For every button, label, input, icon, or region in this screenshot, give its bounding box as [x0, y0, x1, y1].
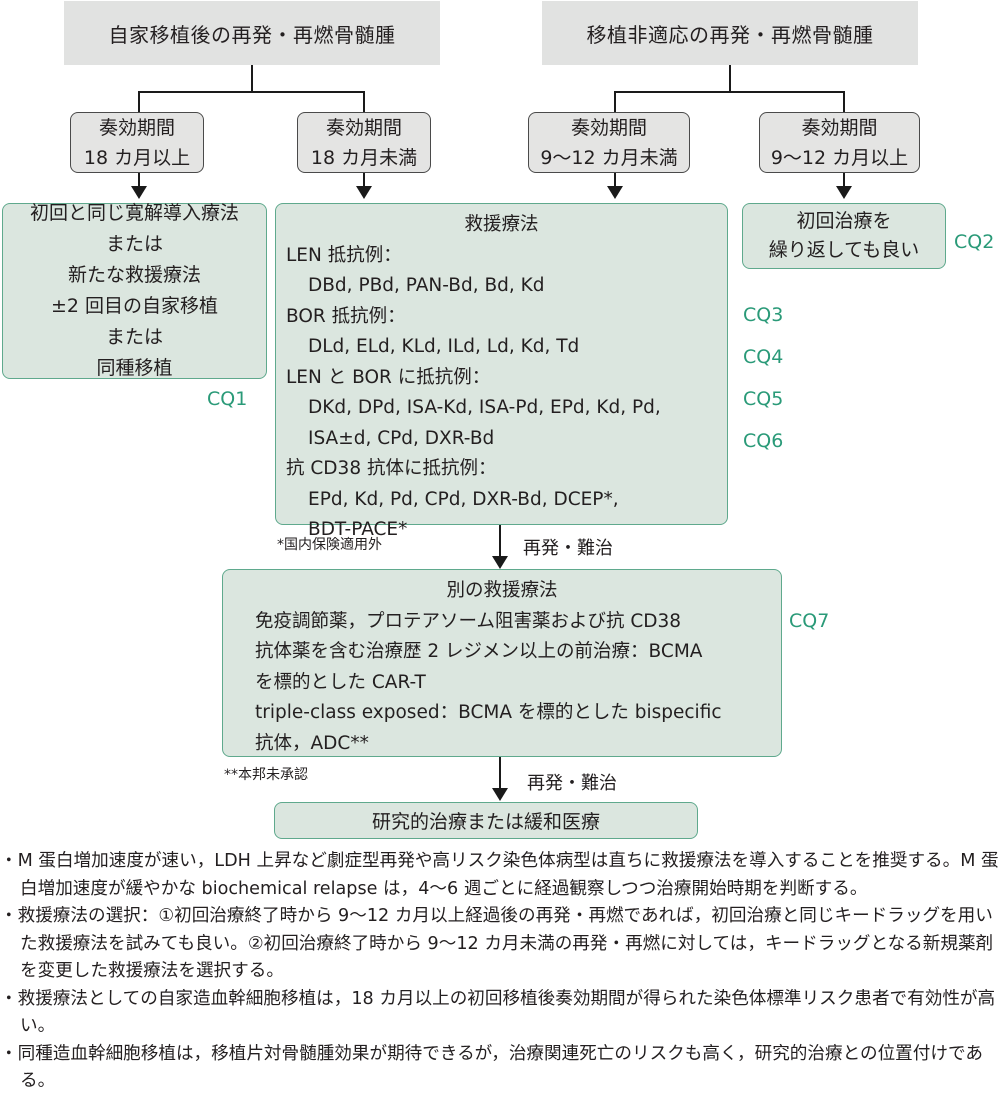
cq5-label[interactable]: CQ5: [743, 388, 784, 410]
treatment-line: 繰り返しても良い: [768, 239, 920, 261]
period-label: 奏効期間: [570, 116, 647, 139]
treatment-line: ±2 回目の自家移植: [50, 295, 219, 317]
treatment-line: 新たな救援療法: [67, 264, 201, 286]
treatment-line: 免疫調節薬，プロテアソーム阻害薬および抗 CD38: [255, 610, 682, 632]
period-label: 奏効期間: [801, 116, 878, 139]
period-value: 9〜12 カ月以上: [770, 146, 909, 169]
top-box-post-autologous-transplant: 自家移植後の再発・再燃骨髄腫: [64, 1, 440, 65]
group-header-bor-refractory: BOR 抵抗例：: [286, 305, 406, 327]
top-box-transplant-ineligible: 移植非適応の再発・再燃骨髄腫: [542, 1, 918, 65]
cq4-label[interactable]: CQ4: [743, 346, 784, 368]
connector-line: [251, 65, 253, 92]
note-item: ・救援療法の選択：①初回治療終了時から 9〜12 カ月以上経過後の再発・再燃であ…: [0, 906, 994, 981]
top-box-label: 自家移植後の再発・再燃骨髄腫: [108, 22, 396, 47]
top-box-label: 移植非適応の再発・再燃骨髄腫: [586, 22, 874, 47]
arrow-shaft: [363, 173, 365, 187]
regimen-list: BDT-PACE*: [308, 519, 408, 540]
treatment-box-clinical-trial-or-palliative: 研究的治療または緩和医療: [274, 802, 698, 839]
arrow-shaft: [614, 173, 616, 187]
treatment-line: 同種移植: [96, 357, 173, 379]
group-header-cd38-refractory: 抗 CD38 抗体に抵抗例：: [286, 458, 497, 479]
treatment-line: 抗体，ADC**: [255, 732, 369, 754]
treatment-box-repeat-initial: 初回治療を 繰り返しても良い: [742, 203, 946, 269]
treatment-box-salvage-therapy: 救援療法 LEN 抵抗例： DBd, PBd, PAN-Bd, Bd, Kd B…: [275, 203, 728, 540]
arrow-shaft: [138, 173, 140, 187]
connector-line: [843, 91, 845, 113]
connector-line: [729, 65, 731, 92]
arrow-down-icon: [131, 186, 147, 199]
note-item: ・同種造血幹細胞移植は，移植片対骨髄腫効果が期待できるが，治療関連死亡のリスクも…: [0, 1043, 983, 1092]
treatment-line: triple-class exposed：BCMA を標的とした bispeci…: [255, 702, 722, 723]
period-label: 奏効期間: [98, 116, 175, 139]
cq2-label[interactable]: CQ2: [954, 231, 995, 253]
treatment-line: または: [105, 326, 163, 348]
treatment-line: 抗体薬を含む治療歴 2 レジメン以上の前治療：BCMA: [255, 641, 703, 662]
period-box-less-than-9-12m: 奏効期間 9〜12 カ月未満: [528, 112, 690, 173]
treatment-line: 初回治療を: [796, 210, 892, 232]
arrow-down-icon: [607, 186, 623, 199]
connector-line: [614, 91, 845, 93]
cq6-label[interactable]: CQ6: [743, 430, 784, 452]
period-box-less-than-18m: 奏効期間 18 カ月未満: [297, 112, 431, 173]
group-header-len-refractory: LEN 抵抗例：: [286, 244, 402, 266]
group-header-len-bor-refractory: LEN と BOR に抵抗例：: [286, 366, 491, 388]
treatment-line: を標的とした CAR-T: [255, 671, 426, 693]
regimen-list: DKd, DPd, ISA-Kd, ISA-Pd, EPd, Kd, Pd,: [308, 397, 661, 418]
treatment-box-other-salvage: 別の救援療法 免疫調節薬，プロテアソーム阻害薬および抗 CD38 抗体薬を含む治…: [222, 569, 782, 757]
arrow-shaft: [843, 173, 845, 187]
arrow-shaft: [499, 757, 501, 789]
other-salvage-title: 別の救援療法: [446, 580, 558, 601]
note-item: ・M 蛋白増加速度が速い，LDH 上昇など劇症型再発や高リスク染色体病型は直ちに…: [0, 851, 999, 899]
period-value: 18 カ月未満: [310, 146, 418, 169]
cq7-label[interactable]: CQ7: [789, 610, 830, 632]
footnote-not-approved: **本邦未承認: [224, 767, 308, 783]
treatment-box-repeat-induction: 初回と同じ寛解導入療法 または 新たな救援療法 ±2 回目の自家移植 または 同…: [2, 202, 267, 379]
flow-label-relapse: 再発・難治: [527, 773, 617, 794]
connector-line: [138, 91, 365, 93]
period-value: 9〜12 カ月未満: [540, 146, 678, 169]
salvage-title: 救援療法: [464, 214, 539, 235]
flow-label-relapse: 再発・難治: [523, 538, 613, 559]
arrow-shaft: [499, 525, 501, 557]
cq3-label[interactable]: CQ3: [743, 304, 784, 326]
period-value: 18 カ月以上: [83, 146, 191, 169]
regimen-list: EPd, Kd, Pd, CPd, DXR-Bd, DCEP*,: [308, 488, 619, 510]
notes-section: ・M 蛋白増加速度が速い，LDH 上昇など劇症型再発や高リスク染色体病型は直ちに…: [0, 848, 1000, 1096]
final-box-label: 研究的治療または緩和医療: [371, 811, 600, 833]
arrow-down-icon: [356, 186, 372, 199]
treatment-line: または: [105, 233, 163, 255]
period-box-9-12m-or-more: 奏効期間 9〜12 カ月以上: [759, 112, 920, 173]
cq1-label[interactable]: CQ1: [207, 388, 248, 410]
footnote-not-covered: *国内保険適用外: [277, 537, 382, 553]
period-label: 奏効期間: [325, 116, 402, 139]
arrow-down-icon: [492, 788, 508, 801]
connector-line: [614, 91, 616, 113]
period-box-18m-or-more: 奏効期間 18 カ月以上: [70, 112, 204, 173]
arrow-down-icon: [492, 556, 508, 569]
treatment-line: 初回と同じ寛解導入療法: [29, 202, 239, 224]
regimen-list: DLd, ELd, KLd, ILd, Ld, Kd, Td: [308, 336, 580, 357]
connector-line: [138, 91, 140, 113]
regimen-list: DBd, PBd, PAN-Bd, Bd, Kd: [308, 275, 545, 296]
regimen-list: ISA±d, CPd, DXR-Bd: [308, 427, 495, 449]
note-item: ・救援療法としての自家造血幹細胞移植は，18 カ月以上の初回移植後奏効期間が得ら…: [0, 988, 996, 1037]
connector-line: [363, 91, 365, 113]
arrow-down-icon: [836, 186, 852, 199]
